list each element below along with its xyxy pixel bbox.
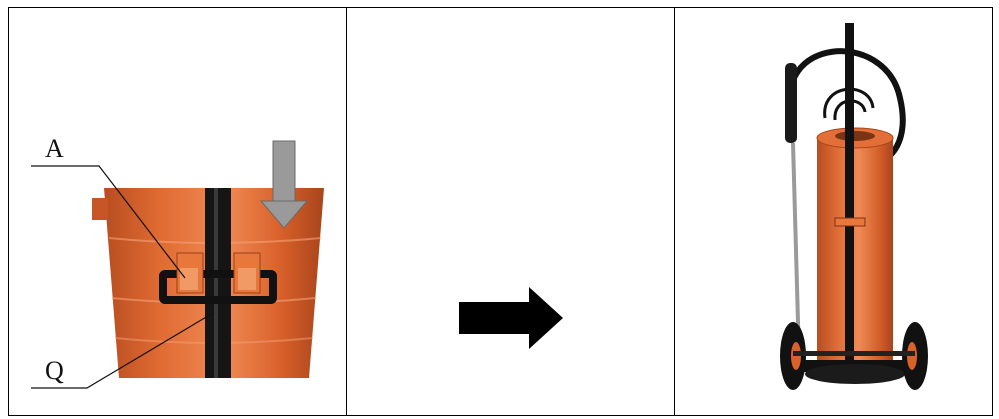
handle-pole <box>845 23 854 368</box>
right-arrow-icon <box>347 8 674 417</box>
tank-nub <box>92 198 108 220</box>
spray-lance <box>785 63 797 143</box>
panel-closeup: A Q <box>9 8 346 415</box>
assembled-illustration <box>675 8 992 417</box>
panel-assembled <box>675 8 992 415</box>
figure-table: A Q <box>8 7 993 416</box>
label-a: A <box>45 136 64 162</box>
tank-body-assembled <box>817 131 893 365</box>
label-q: Q <box>45 358 64 384</box>
panel-arrow <box>347 8 674 415</box>
